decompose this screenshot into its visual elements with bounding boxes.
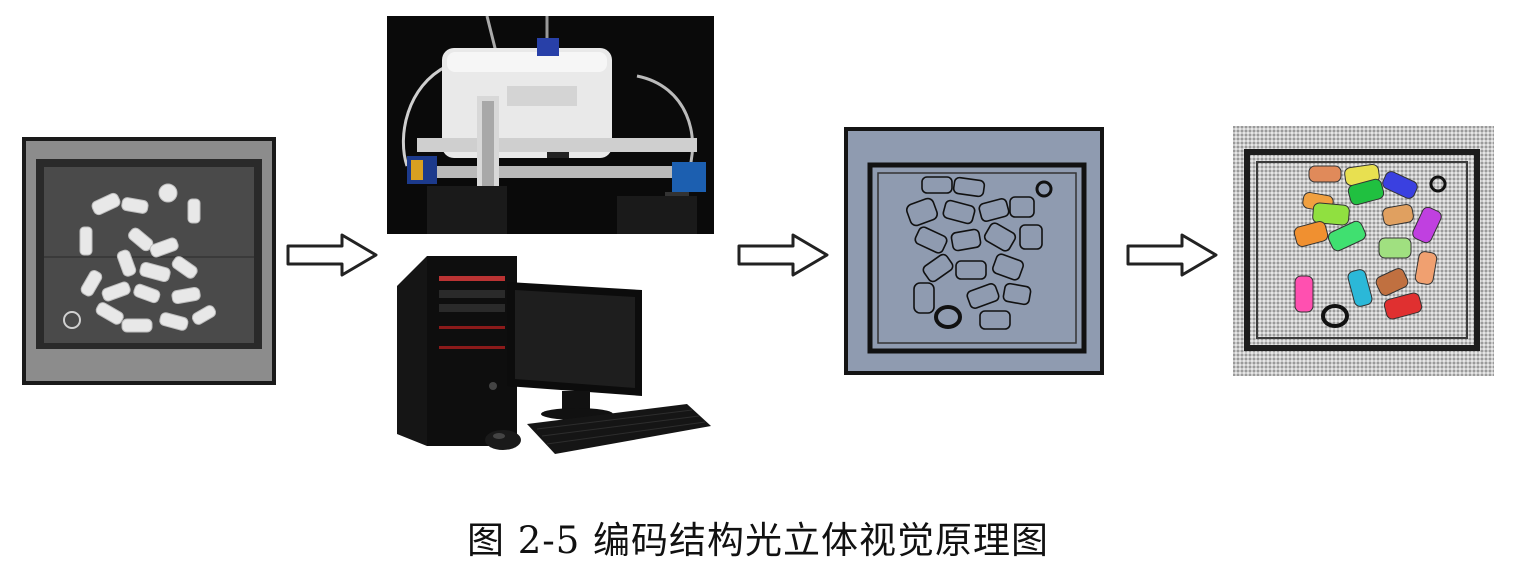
computer-icon	[387, 246, 714, 470]
figure-caption: 图 2-5 编码结构光立体视觉原理图	[466, 519, 1050, 562]
segmentation-icon	[1233, 126, 1494, 376]
segmentation-result-image	[1233, 126, 1494, 376]
flow-arrow-1	[284, 232, 380, 278]
edge-map-icon	[844, 127, 1104, 375]
projector-icon	[387, 16, 714, 234]
desktop-computer-photo	[387, 246, 714, 470]
decoded-edge-map-image	[844, 127, 1104, 375]
flow-arrow-2	[735, 232, 831, 278]
input-scene-photo	[22, 137, 276, 385]
flow-arrow-3	[1124, 232, 1220, 278]
projector-camera-rig-photo	[387, 16, 714, 234]
tray-photo-image	[22, 137, 276, 385]
